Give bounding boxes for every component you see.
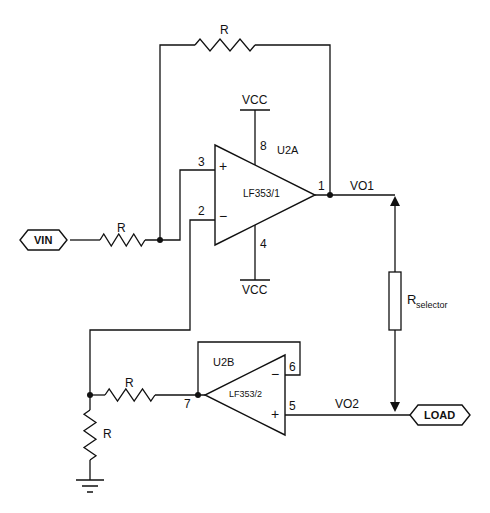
component-label: R [125, 377, 134, 389]
supply-label: VCC [242, 94, 267, 106]
component-label: R [103, 428, 112, 440]
label-subscript: selector [416, 301, 448, 310]
opamp-triangle-path [215, 145, 315, 245]
signal-name: LOAD [424, 410, 455, 421]
arrowhead [390, 196, 400, 412]
signal-tag: VIN [20, 230, 67, 250]
junction-dots [87, 192, 333, 398]
pin-number: 4 [260, 238, 267, 250]
pin-number: 2 [198, 205, 205, 217]
part-number: LF353/1 [243, 189, 280, 199]
wire [90, 220, 215, 395]
wire [145, 170, 215, 240]
junction-dot [195, 392, 201, 398]
opamp-triangle: U2B − + LF353/2 [205, 355, 285, 435]
component-label: R [220, 24, 229, 36]
input-sign: + [219, 159, 227, 173]
opamp-triangle: U2A + − LF353/1 [215, 145, 315, 245]
resistor-symbol [389, 272, 401, 330]
wire [89, 395, 90, 480]
wire [160, 45, 195, 240]
ground-symbol [76, 480, 104, 492]
input-sign: − [219, 209, 227, 223]
junction-dot [327, 192, 333, 198]
supply-label: VCC [242, 284, 267, 296]
wire-connector [285, 415, 410, 416]
wires [70, 39, 395, 492]
supply-wire [240, 110, 270, 165]
component-label: R [117, 222, 126, 234]
signal-name: VIN [34, 235, 52, 246]
pin-number: 6 [289, 361, 296, 373]
signal-name: VO1 [350, 180, 374, 192]
supply-wire [240, 225, 270, 280]
pin-number: 3 [198, 156, 205, 168]
part-name: U2B [213, 357, 234, 368]
component-label: R [407, 293, 416, 306]
input-sign: + [271, 407, 279, 421]
pin-number: 5 [289, 400, 296, 412]
signal-tag-path [20, 230, 67, 250]
wire [70, 239, 100, 240]
pin-number: 8 [260, 140, 267, 152]
pin-number: 1 [318, 180, 325, 192]
wire [285, 414, 410, 415]
signal-tag-path [410, 405, 470, 425]
junction-dot [87, 392, 93, 398]
signal-name: VO2 [335, 398, 359, 410]
part-number: LF353/2 [229, 390, 262, 399]
junction-dot [157, 237, 163, 243]
signal-tag: LOAD [410, 405, 470, 425]
pin-number: 7 [184, 398, 191, 410]
opamp-triangle-path [205, 355, 285, 435]
input-sign: − [271, 367, 279, 381]
part-name: U2A [277, 145, 298, 156]
